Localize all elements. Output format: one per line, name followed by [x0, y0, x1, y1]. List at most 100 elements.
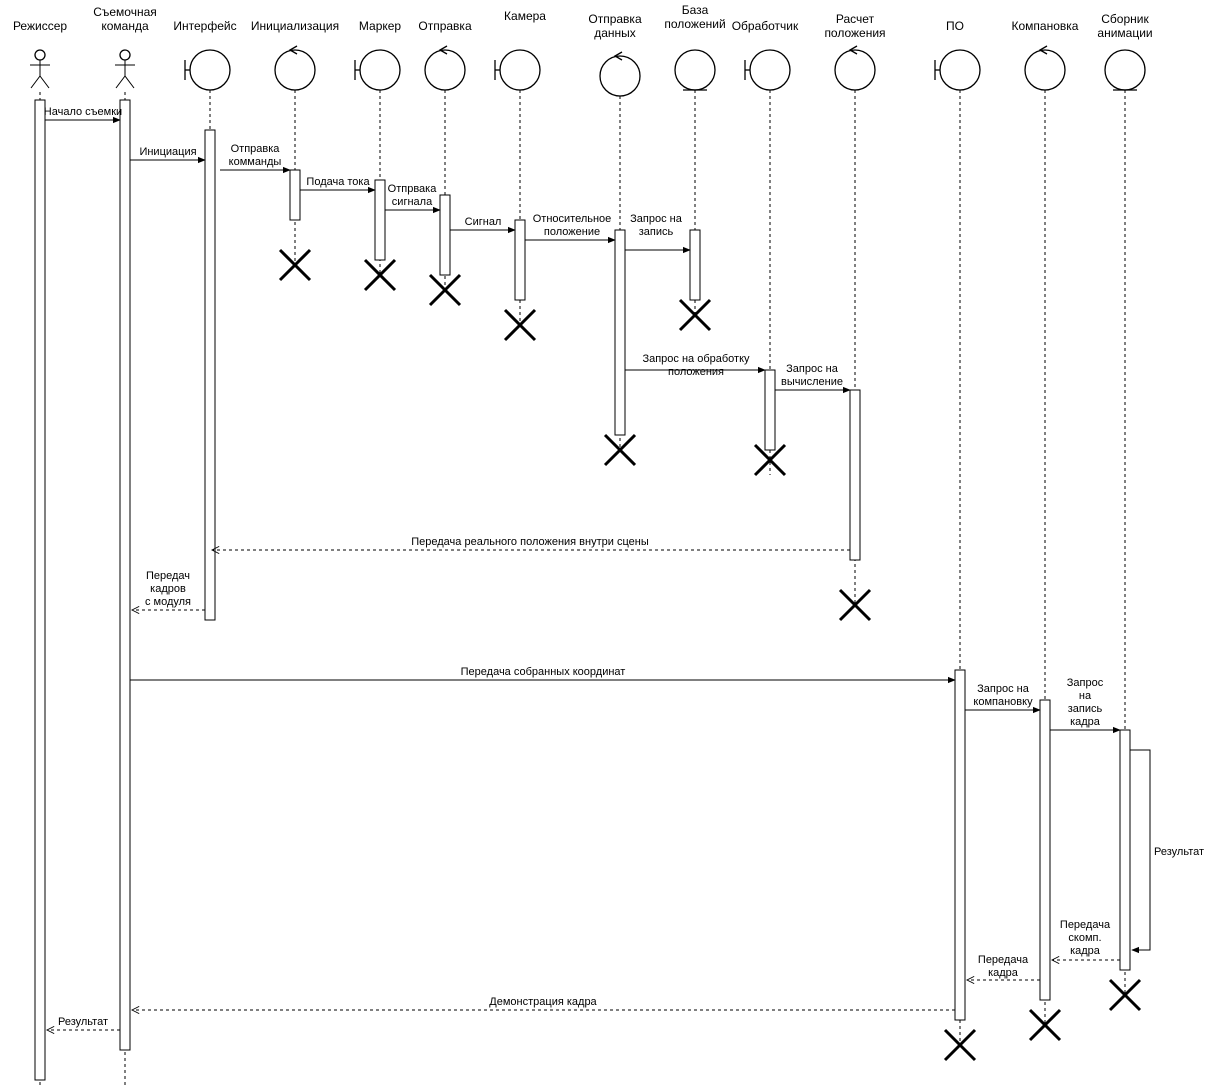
destroy-x-icon: [428, 273, 462, 307]
boundary-icon: [494, 49, 541, 91]
activation-bar-otpr_dannyh: [614, 229, 626, 436]
message-label: Результат: [58, 1016, 108, 1028]
participant-label: Маркер: [359, 19, 402, 33]
activation-bar-otpravka: [439, 194, 451, 276]
destroy-x-icon: [753, 443, 787, 477]
boundary-icon: [934, 49, 981, 91]
activation-bar-kamera: [514, 219, 526, 301]
activation-bar-init: [289, 169, 301, 221]
self-message-arrow: [1130, 749, 1151, 954]
participant-label: Компановка: [1012, 19, 1079, 33]
activation-bar-komanda: [119, 99, 131, 1051]
destroy-x-icon: [838, 588, 872, 622]
participant-marker: Маркер: [354, 19, 402, 91]
participant-label: ПО: [946, 19, 964, 33]
boundary-icon: [744, 49, 791, 91]
activation-bar-rezhisser: [34, 99, 46, 1081]
message-label: Сигнал: [465, 216, 502, 228]
message-13: Передача собранных координат: [130, 666, 956, 684]
destroy-x-icon: [943, 1028, 977, 1062]
activation-bar-interfeis: [204, 129, 216, 621]
participant-interfeis: Интерфейс: [173, 19, 237, 91]
message-label: Демонстрация кадра: [489, 996, 597, 1008]
entity-icon: [1104, 49, 1146, 91]
destroy-x-icon: [503, 308, 537, 342]
message-label: Передача собранных координат: [461, 666, 626, 678]
destroy-x-icon: [278, 248, 312, 282]
message-1: Начало съемки: [44, 106, 122, 124]
control-icon: [834, 45, 876, 91]
entity-icon: [674, 49, 716, 91]
participant-obrabotchik: Обработчик: [732, 19, 799, 91]
participant-otpravka: Отправка: [418, 19, 472, 91]
participant-label: Режиссер: [13, 19, 67, 33]
message-label: Передача реального положения внутри сцен…: [411, 536, 649, 548]
activation-bar-obrabotchik: [764, 369, 776, 451]
message-11: Передача реального положения внутри сцен…: [212, 536, 850, 550]
activation-bar-sbornik: [1119, 729, 1131, 971]
message-label: Начало съемки: [44, 106, 122, 118]
activation-bar-baza: [689, 229, 701, 301]
participant-komponovka: Компановка: [1012, 19, 1079, 91]
destroy-x-icon: [1108, 978, 1142, 1012]
participant-label: Отправка: [418, 19, 472, 33]
activation-bars: [34, 99, 1131, 1081]
control-icon: [424, 45, 466, 91]
destroy-x-icon: [678, 298, 712, 332]
participant-label: Обработчик: [732, 19, 799, 33]
message-label: Результат: [1154, 846, 1204, 858]
control-icon: [599, 51, 641, 97]
activation-bar-komponovka: [1039, 699, 1051, 1001]
message-label: Подача тока: [306, 176, 370, 188]
participant-label: Камера: [504, 9, 546, 23]
activation-bar-po: [954, 669, 966, 1021]
destroy-x-icon: [1028, 1008, 1062, 1042]
message-16: Результат: [1130, 749, 1204, 954]
participant-kamera: Камера: [494, 9, 546, 91]
participant-label: Инициализация: [251, 19, 339, 33]
message-label: Инициация: [139, 146, 196, 158]
activation-bar-marker: [374, 179, 386, 261]
message-20: Результат: [47, 1016, 120, 1030]
boundary-icon: [354, 49, 401, 91]
participant-init: Инициализация: [251, 19, 339, 91]
boundary-icon: [184, 49, 231, 91]
message-2: Инициация: [130, 146, 206, 164]
message-19: Демонстрация кадра: [132, 996, 955, 1010]
actor-icon: [115, 49, 135, 89]
control-icon: [274, 45, 316, 91]
destroy-x-icon: [603, 433, 637, 467]
destruction-marks: [278, 248, 1142, 1062]
control-icon: [1024, 45, 1066, 91]
